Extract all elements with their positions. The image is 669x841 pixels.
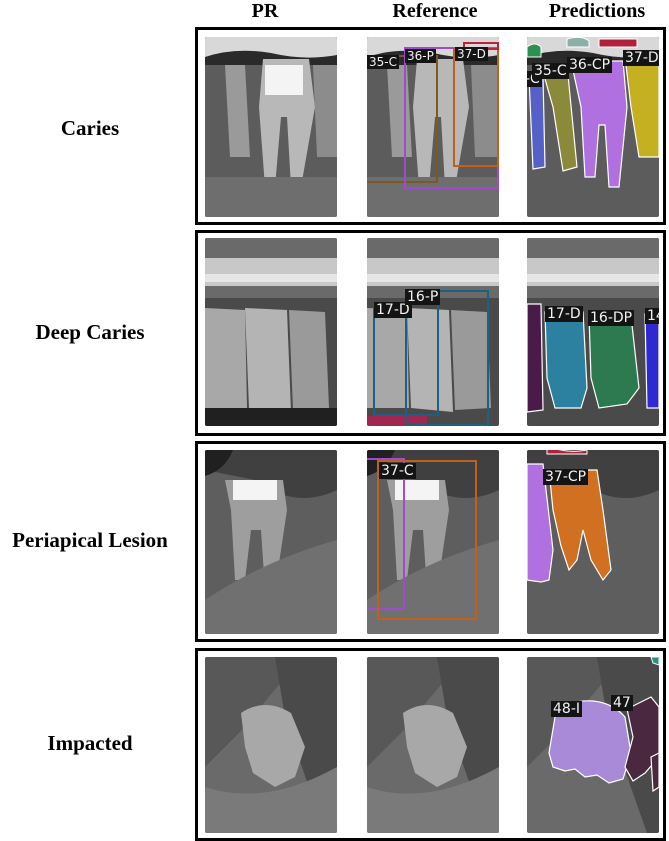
pr-xray-deep-caries: [205, 238, 337, 426]
column-header-predictions: Predictions: [548, 0, 646, 22]
reference-box-37-c: [377, 460, 477, 620]
reference-box-16-p: [405, 290, 489, 426]
reference-tag-35-c: 35-C: [367, 55, 399, 69]
column-header-reference: Reference: [392, 0, 478, 22]
reference-tag-37-c: 37-C: [379, 463, 416, 479]
prediction-tag-16-dp: 16-DP: [588, 310, 635, 326]
column-header-pr: PR: [251, 0, 279, 22]
prediction-tag-14: 14: [645, 308, 659, 324]
prediction-tag-36-cp: 36-CP: [567, 57, 613, 73]
row-label-periapical-lesion: Periapical Lesion: [12, 528, 168, 552]
prediction-tag-35-c: 35-C: [532, 63, 569, 79]
prediction-tag-37-cp: 37-CP: [543, 469, 589, 485]
reference-tag-37-d: 37-D: [455, 47, 488, 61]
prediction-tag-17-d: 17-D: [545, 306, 583, 322]
reference-xray-caries: 35-C 36-P 37-D: [367, 37, 499, 217]
reference-box-37-d: [453, 47, 499, 167]
row-frame-impacted: [195, 648, 666, 841]
prediction-tag-48-i: 48-I: [551, 701, 582, 717]
row-label-caries: Caries: [60, 116, 120, 140]
reference-tag-16-p: 16-P: [405, 289, 441, 305]
reference-xray-periapical-lesion: 37-C: [367, 450, 499, 634]
reference-xray-deep-caries: 17-D 16-P: [367, 238, 499, 426]
row-frame-periapical-lesion: [195, 441, 666, 642]
reference-box-35-c: [367, 55, 438, 183]
prediction-xray-periapical-lesion: 37-CP: [527, 450, 659, 634]
reference-tag-36-p: 36-P: [405, 49, 436, 63]
row-frame-caries: [195, 27, 666, 225]
prediction-xray-caries: -C 35-C 36-CP 37-D: [527, 37, 659, 217]
prediction-xray-deep-caries: 17-D 16-DP 14: [527, 238, 659, 426]
row-label-impacted: Impacted: [47, 731, 133, 755]
pr-xray-periapical-lesion: [205, 450, 337, 634]
prediction-tag-37-d: 37-D: [623, 50, 659, 66]
prediction-tag-47: 47: [611, 695, 633, 711]
reference-box-purple: [367, 458, 405, 610]
prediction-xray-impacted: 48-I 47: [527, 657, 659, 833]
reference-xray-impacted: [367, 657, 499, 833]
pr-xray-caries: [205, 37, 337, 217]
reference-tag-17-d: 17-D: [374, 302, 412, 318]
row-label-deep-caries: Deep Caries: [35, 320, 145, 344]
pr-xray-impacted: [205, 657, 337, 833]
row-frame-deep-caries: [195, 230, 666, 436]
